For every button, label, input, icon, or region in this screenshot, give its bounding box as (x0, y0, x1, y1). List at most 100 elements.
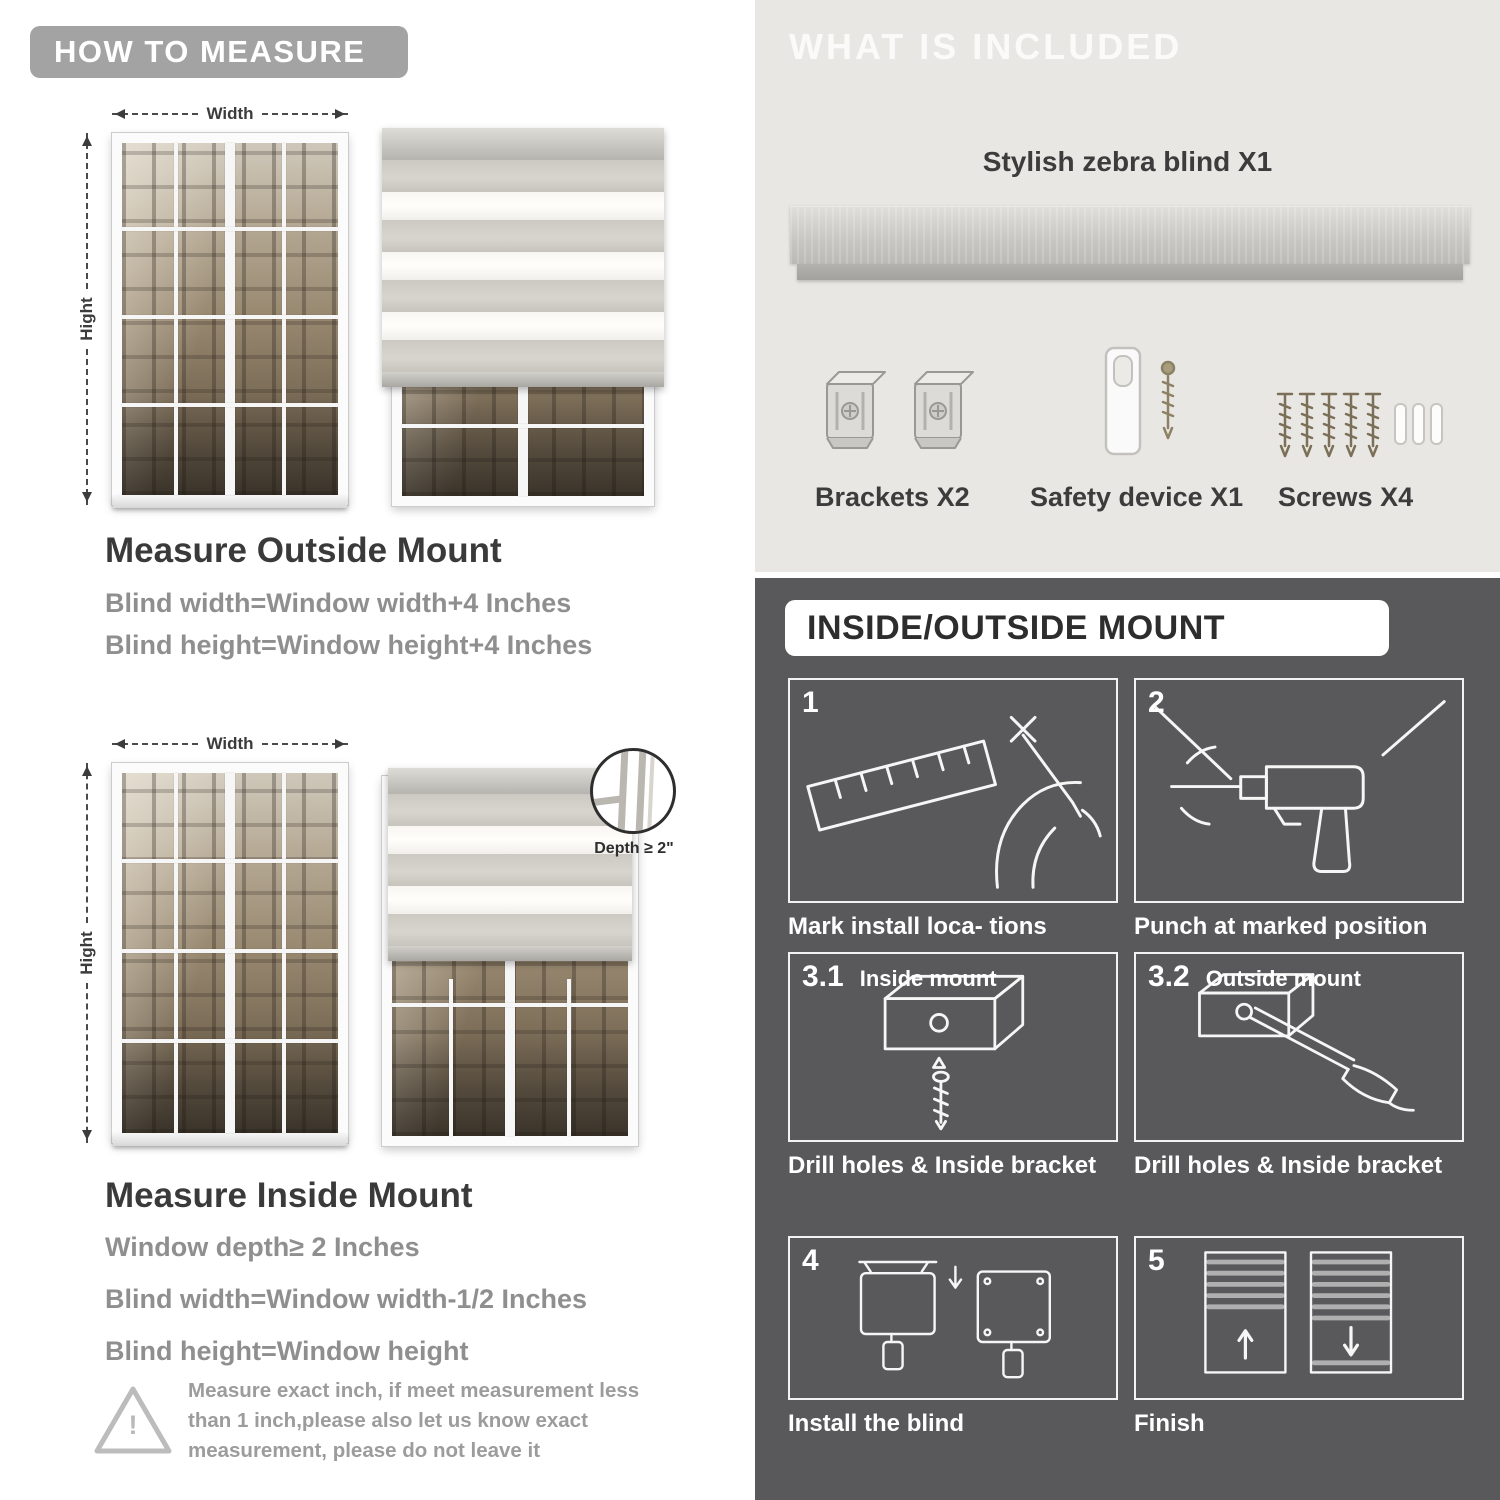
dimension-dash (112, 739, 199, 749)
step-caption: Drill holes & Inside bracket (1134, 1152, 1443, 1179)
mount-step-1: 1 Mark install loca- tions (788, 678, 1118, 941)
depth-label: Depth ≥ 2" (594, 840, 674, 857)
drill-illustration (1152, 700, 1446, 873)
window-grid-line (449, 978, 453, 1136)
step-number: 3.2 (1148, 960, 1190, 993)
step-number: 4 (802, 1244, 819, 1277)
outside-mount-rule-1: Blind width=Window width+4 Inches (105, 588, 572, 618)
brackets-label: Brackets X2 (815, 482, 970, 512)
inside-mount-rule-3: Blind height=Window height (105, 1336, 469, 1366)
how-to-measure-title: HOW TO MEASURE (30, 26, 408, 78)
depth-detail-circle (590, 748, 676, 834)
height-label: Hight (77, 297, 96, 341)
blind-cassette (382, 128, 664, 160)
headrail-body (790, 206, 1470, 264)
blind-item-label: Stylish zebra blind X1 (982, 146, 1273, 177)
window-with-blind-outside (382, 128, 664, 506)
how-to-measure-section: HOW TO MEASURE Width Hight (0, 0, 755, 1500)
dimension-dash (86, 763, 88, 924)
screws-icon (1276, 392, 1443, 458)
step-caption: Install the blind (788, 1410, 965, 1437)
warning-text: Measure exact inch, if meet measurement … (188, 1379, 640, 1462)
dimension-dash (86, 348, 88, 505)
blind-stripes (382, 160, 664, 372)
inside-bracket-illustration (883, 974, 1025, 1131)
outside-mount-rule-2: Blind height=Window height+4 Inches (105, 630, 593, 660)
step-panel: 2 (1134, 678, 1464, 903)
step-subtitle: Outside mount (1205, 966, 1361, 991)
what-is-included-title: WHAT IS INCLUDED (789, 26, 1183, 67)
step-caption: Drill holes & Inside bracket (788, 1152, 1097, 1179)
window-grid-line (392, 1003, 628, 1007)
mount-step-5: 5 (1134, 1236, 1464, 1438)
window-grid-line (567, 978, 571, 1136)
blind-bottom-rail (382, 372, 664, 387)
mount-instructions-section: INSIDE/OUTSIDE MOUNT 1 (755, 578, 1500, 1500)
window-illustration (112, 133, 348, 508)
window-grid-line (402, 423, 644, 428)
outside-bracket-illustration (1198, 973, 1415, 1112)
blind-stripes (388, 794, 632, 946)
step-number: 3.1 (802, 960, 844, 993)
inside-mount-heading: Measure Inside Mount (105, 1176, 473, 1215)
width-label: Width (206, 104, 254, 123)
height-label: Hight (77, 931, 96, 975)
dimension-dash (86, 982, 88, 1143)
window-grid-line (122, 315, 338, 320)
height-dimension-arrow: Hight (74, 763, 100, 1143)
window-sill (113, 496, 347, 508)
width-label: Width (206, 734, 254, 753)
window-grid-line (122, 1039, 338, 1044)
safety-device-label: Safety device X1 (1030, 482, 1244, 512)
step-caption: Punch at marked position (1134, 913, 1428, 940)
blind-bottom-rail (388, 946, 632, 961)
dimension-dash (86, 133, 88, 290)
inside-mount-rule-1: Window depth≥ 2 Inches (105, 1232, 420, 1262)
outside-mount-heading: Measure Outside Mount (105, 531, 502, 570)
step-number: 1 (802, 686, 819, 719)
width-dimension-arrow: Width (112, 734, 348, 754)
step-number: 2 (1148, 686, 1165, 719)
inside-mount-rule-2: Blind width=Window width-1/2 Inches (105, 1284, 588, 1314)
window-grid-line (122, 227, 338, 232)
window-corner-detail (593, 751, 655, 831)
mount-step-3-1: 3.1 Inside mount Drill holes & Insid (788, 952, 1118, 1180)
mount-step-2: 2 Punch at marked position (1134, 678, 1464, 941)
dimension-dash (112, 109, 199, 119)
window-sill (113, 1134, 347, 1146)
screws-label: Screws X4 (1278, 482, 1414, 512)
step-panel: 3.1 Inside mount (788, 952, 1118, 1142)
mark-locations-illustration (806, 715, 1102, 889)
what-is-included-section: WHAT IS INCLUDED Stylish zebra blind X1 (755, 0, 1500, 572)
window-grid-line (122, 949, 338, 954)
install-blind-illustration (858, 1260, 1051, 1379)
warning-exclamation: ! (128, 1410, 138, 1440)
headrail-lip (797, 264, 1463, 280)
step-number: 5 (1148, 1244, 1165, 1277)
step-subtitle: Inside mount (859, 966, 997, 991)
height-dimension-arrow: Hight (74, 133, 100, 505)
warning-triangle-icon (94, 1386, 172, 1454)
window-illustration (112, 763, 348, 1146)
safety-device-icon (1104, 346, 1176, 456)
step-panel: 5 (1134, 1236, 1464, 1400)
mount-step-3-2: 3.2 Outside mount Drill holes & Insi (1134, 952, 1464, 1180)
mount-step-4: 4 (788, 1236, 1118, 1438)
step-panel: 4 (788, 1236, 1118, 1400)
window-with-blind-inside (382, 768, 638, 1146)
zebra-blind-headrail (790, 206, 1470, 280)
zebra-blind (382, 128, 664, 387)
window-grid-line (122, 403, 338, 408)
dimension-dash (261, 109, 348, 119)
dimension-dash (261, 739, 348, 749)
finish-illustration (1204, 1251, 1393, 1374)
window-grid-line (122, 859, 338, 864)
window-grid-line (505, 786, 515, 1136)
brackets-icon (826, 371, 974, 449)
zebra-blind (388, 768, 632, 961)
step-panel: 3.2 Outside mount (1134, 952, 1464, 1142)
step-caption: Finish (1134, 1410, 1205, 1437)
step-caption: Mark install loca- tions (788, 913, 1047, 940)
step-panel: 1 (788, 678, 1118, 903)
